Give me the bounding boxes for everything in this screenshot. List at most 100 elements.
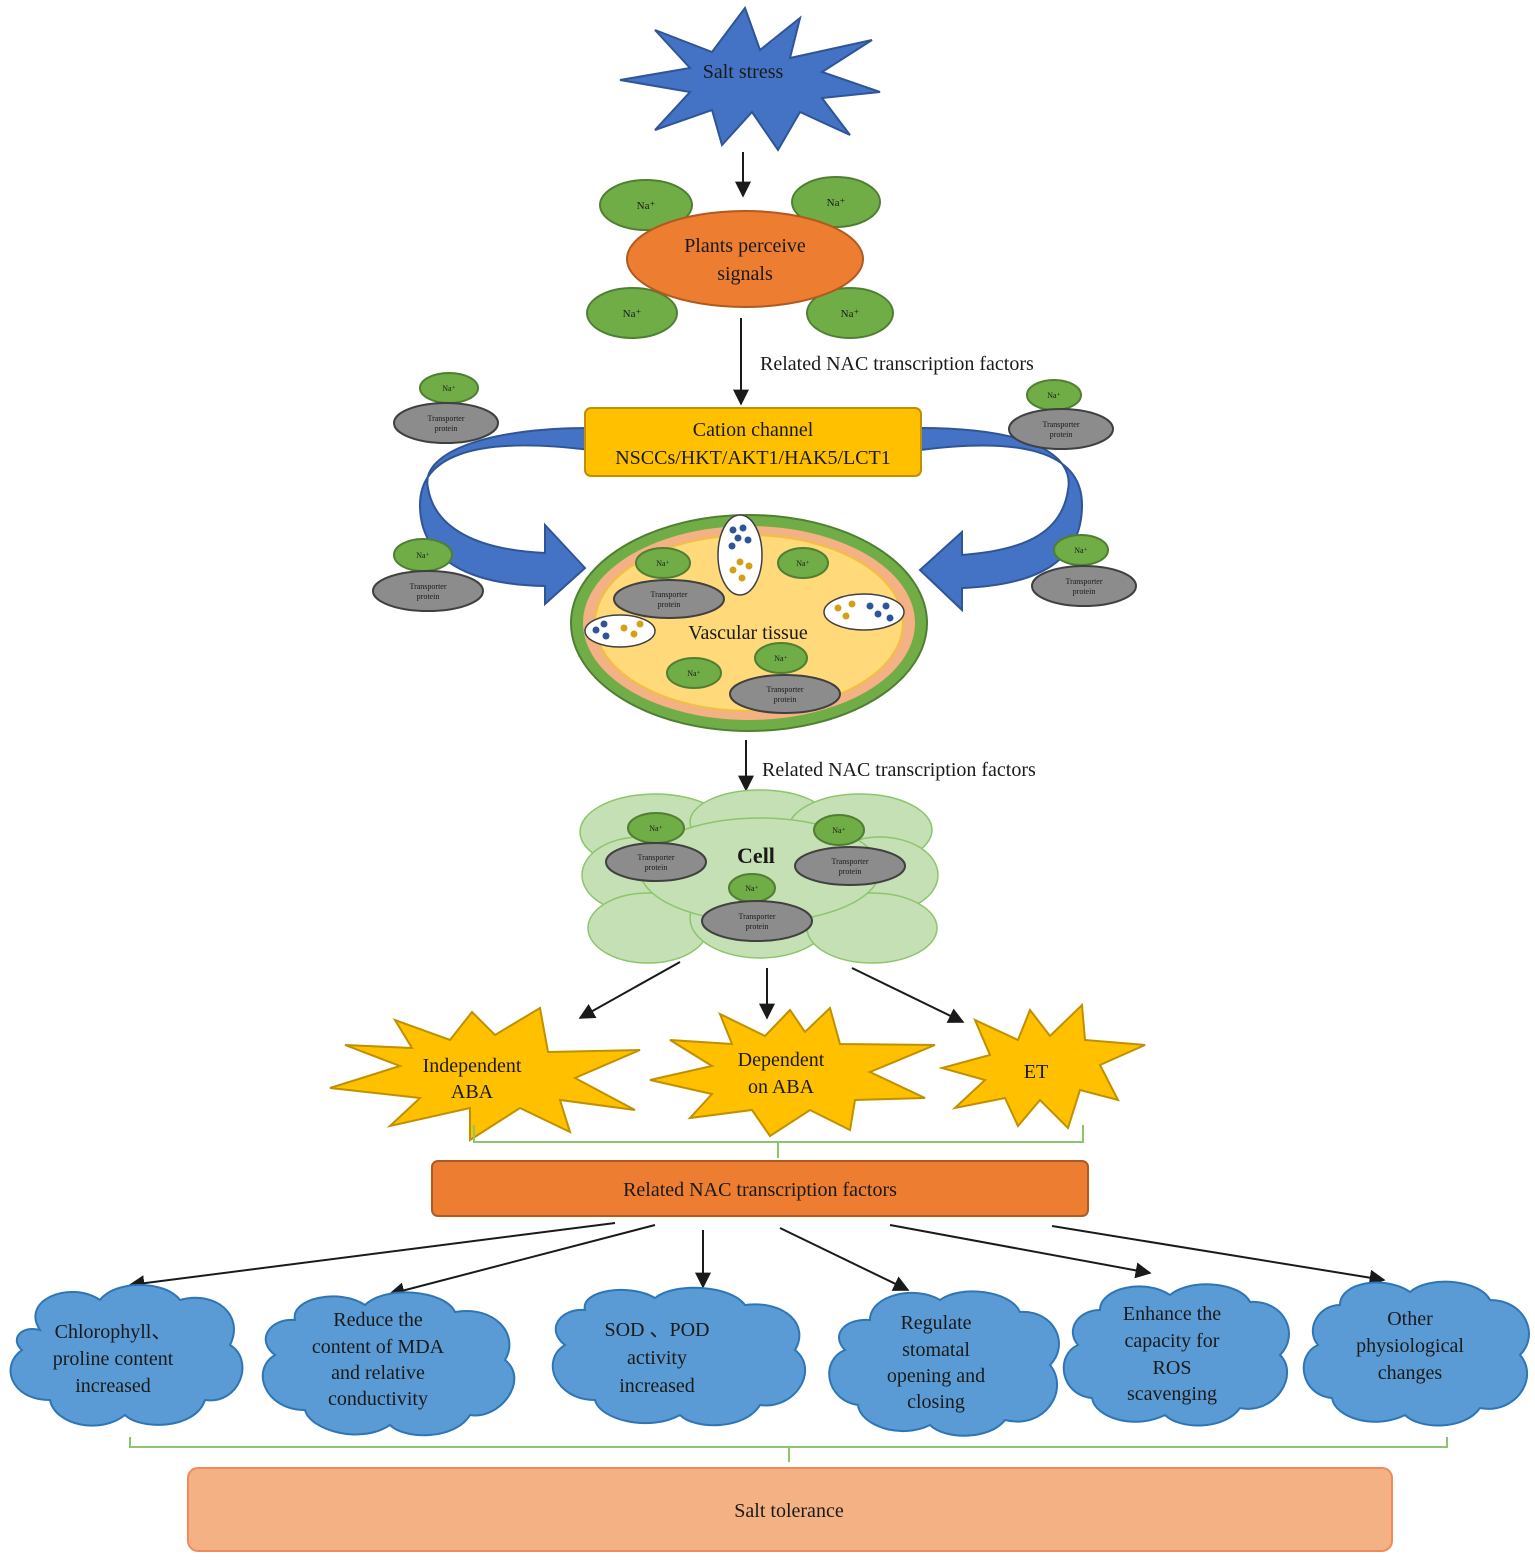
outcome-1-line-1: Chlorophyll、 — [55, 1321, 172, 1343]
dependent-aba-node: Dependent on ABA — [649, 1006, 936, 1138]
transporter-label-2: protein — [1050, 430, 1073, 439]
cell-label: Cell — [737, 843, 775, 868]
perceive-line-2: signals — [717, 263, 773, 285]
et-label: ET — [1024, 1061, 1048, 1083]
sodium-label: Na⁺ — [416, 551, 430, 560]
arrow-cell-to-et — [851, 967, 965, 1023]
sodium-label: Na⁺ — [649, 824, 663, 833]
transporter-label-2: protein — [774, 695, 797, 704]
nac-label-1: Related NAC transcription factors — [760, 353, 1034, 375]
transporter-pair: Na⁺ Transporter protein — [372, 538, 484, 612]
outcome-cloud: SOD 、POD activity increased — [551, 1286, 807, 1427]
outcome-1-line-3: increased — [75, 1375, 151, 1397]
sodium-label: Na⁺ — [745, 884, 759, 893]
outcome-4-line-4: closing — [907, 1391, 965, 1413]
vessel-bundle-icon — [584, 614, 656, 648]
outcome-4-line-2: stomatal — [902, 1339, 970, 1361]
transporter-label-1: Transporter — [637, 853, 674, 862]
transporter-label-2: protein — [658, 600, 681, 609]
sodium-label: Na⁺ — [442, 384, 456, 393]
arrow-to-outcome-1 — [128, 1222, 616, 1292]
cell-cluster: Na⁺ Transporter protein Na⁺ Transporter … — [579, 789, 939, 964]
sodium-label: Na⁺ — [841, 308, 860, 320]
outcome-1-line-2: proline content — [53, 1348, 174, 1370]
transporter-protein-icon — [605, 842, 707, 882]
sodium-ion-icon — [586, 287, 678, 339]
outcome-5-line-3: ROS — [1153, 1357, 1192, 1379]
outcome-2-line-3: and relative — [331, 1362, 425, 1384]
salt-stress-label: Salt stress — [703, 61, 784, 83]
outcome-cloud: Reduce the content of MDA and relative c… — [261, 1291, 516, 1437]
transporter-label-2: protein — [417, 592, 440, 601]
sodium-label: Na⁺ — [796, 559, 810, 568]
outcome-3-line-3: increased — [619, 1375, 695, 1397]
vascular-tissue: Na⁺ Transporter protein Na⁺ Vascular tis… — [570, 514, 928, 732]
transporter-protein-icon — [372, 570, 484, 612]
sodium-ion-icon — [666, 657, 722, 689]
arrow-cell-to-independent — [578, 961, 681, 1019]
sodium-ion-icon — [806, 287, 894, 339]
transporter-label-2: protein — [645, 863, 668, 872]
plants-perceive-ellipse — [626, 210, 864, 308]
channel-line-2: NSCCs/HKT/AKT1/HAK5/LCT1 — [615, 447, 891, 469]
vessel-bundle-icon — [717, 514, 763, 596]
vessel-bundle-icon — [823, 593, 905, 631]
transporter-label-1: Transporter — [738, 912, 775, 921]
transporter-protein-icon — [1008, 408, 1114, 450]
sodium-label: Na⁺ — [774, 654, 788, 663]
outcome-cloud: Enhance the capacity for ROS scavenging — [1062, 1283, 1290, 1427]
outcome-5-line-4: scavenging — [1127, 1383, 1217, 1405]
outcome-cloud: Other physiological changes — [1302, 1280, 1530, 1427]
arrow-to-outcome-2 — [388, 1224, 656, 1299]
transporter-label-1: Transporter — [1065, 577, 1102, 586]
outcome-4-line-1: Regulate — [900, 1312, 971, 1334]
dependent-line-2: on ABA — [748, 1076, 815, 1098]
outcome-5-line-1: Enhance the — [1123, 1303, 1221, 1325]
nac-box-label: Related NAC transcription factors — [623, 1179, 897, 1201]
independent-aba-node: Independent ABA — [329, 1006, 641, 1142]
transporter-label-1: Transporter — [831, 857, 868, 866]
et-node: ET — [938, 1002, 1146, 1130]
transporter-label-1: Transporter — [650, 590, 687, 599]
transporter-pair: Na⁺ Transporter protein — [1008, 379, 1114, 450]
outcome-6-line-2: physiological — [1356, 1335, 1464, 1357]
transporter-protein-icon — [729, 674, 841, 714]
transporter-label-2: protein — [1073, 587, 1096, 596]
dependent-star-shape — [649, 1006, 936, 1138]
transporter-label-1: Transporter — [409, 582, 446, 591]
transporter-label-1: Transporter — [1042, 420, 1079, 429]
transporter-label-1: Transporter — [766, 685, 803, 694]
transporter-label-2: protein — [746, 922, 769, 931]
outcome-bracket — [129, 1437, 1448, 1462]
sodium-ion-icon — [813, 814, 865, 846]
outcome-5-line-2: capacity for — [1125, 1330, 1220, 1352]
transporter-label-2: protein — [435, 424, 458, 433]
sodium-ion-icon — [754, 642, 808, 674]
sodium-label: Na⁺ — [656, 559, 670, 568]
sodium-ion-icon — [599, 179, 693, 231]
transporter-protein-icon — [613, 579, 725, 619]
independent-line-2: ABA — [451, 1081, 494, 1103]
sodium-label: Na⁺ — [827, 197, 846, 209]
cation-channel-box: Cation channel NSCCs/HKT/AKT1/HAK5/LCT1 — [584, 407, 922, 477]
sodium-ion-icon — [791, 176, 881, 228]
nac-label-2: Related NAC transcription factors — [762, 759, 1036, 781]
arrow-to-outcome-6 — [1051, 1225, 1386, 1286]
sodium-label: Na⁺ — [687, 669, 701, 678]
transporter-protein-icon — [1031, 565, 1137, 607]
independent-line-1: Independent — [423, 1055, 522, 1077]
outcome-4-line-3: opening and — [887, 1365, 985, 1387]
transporter-protein-icon — [794, 846, 906, 886]
sodium-ion-icon — [777, 547, 829, 579]
salt-stress-star-shape — [619, 5, 881, 152]
perception-cluster: Na⁺ Na⁺ Na⁺ Na⁺ Plants perceive signals — [586, 176, 894, 339]
right-curved-arrow — [918, 426, 1084, 613]
transporter-label-2: protein — [839, 867, 862, 876]
salt-stress-node: Salt stress — [619, 5, 881, 152]
sodium-label: Na⁺ — [1047, 391, 1061, 400]
sodium-label: Na⁺ — [623, 308, 642, 320]
transporter-protein-icon — [393, 402, 499, 444]
outcome-cloud: Chlorophyll、 proline content increased — [9, 1284, 244, 1427]
sodium-ion-icon — [635, 547, 691, 579]
outcome-6-line-1: Other — [1387, 1308, 1433, 1330]
